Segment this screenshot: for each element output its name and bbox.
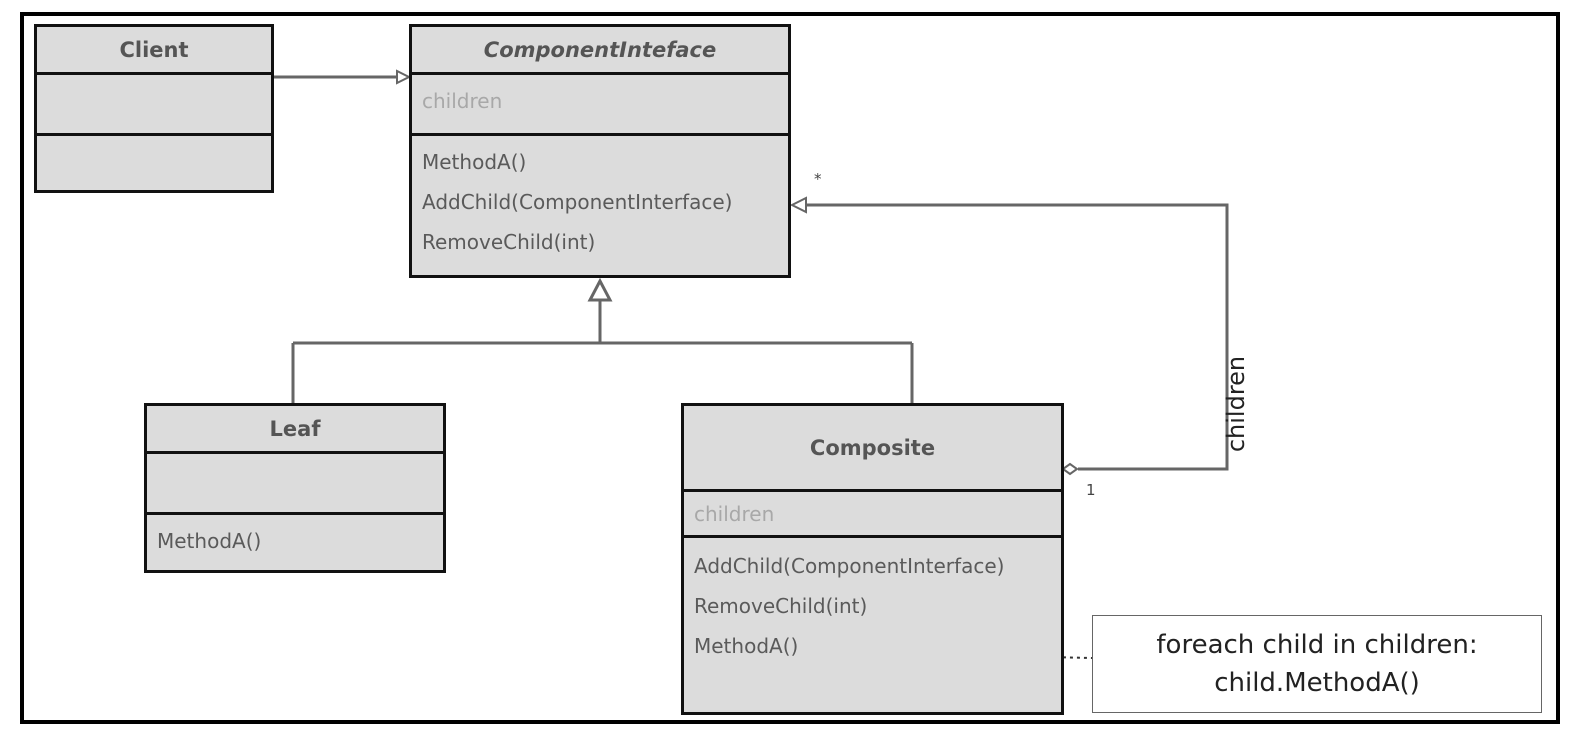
aggregation-arrowhead bbox=[789, 196, 807, 214]
note-line-2: child.MethodA() bbox=[1214, 668, 1420, 698]
component-interface-class[interactable]: ComponentInteface children MethodA() Add… bbox=[409, 24, 791, 278]
leaf-attributes-section bbox=[147, 454, 443, 515]
composite-class-name: Composite bbox=[684, 406, 1061, 492]
component-interface-name: ComponentInteface bbox=[412, 27, 788, 75]
diagram-frame bbox=[20, 12, 1560, 724]
client-association-arrowhead bbox=[396, 69, 412, 85]
component-method: AddChild(ComponentInterface) bbox=[422, 190, 733, 214]
multiplicity-many: * bbox=[814, 170, 822, 188]
composite-class[interactable]: Composite children AddChild(ComponentInt… bbox=[681, 403, 1064, 715]
composite-method: AddChild(ComponentInterface) bbox=[694, 554, 1005, 578]
component-method: RemoveChild(int) bbox=[422, 230, 596, 254]
component-method: MethodA() bbox=[422, 150, 527, 174]
multiplicity-one: 1 bbox=[1086, 481, 1096, 499]
composite-method: MethodA() bbox=[694, 634, 799, 658]
leaf-class-name: Leaf bbox=[147, 406, 443, 454]
component-methods-section: MethodA() AddChild(ComponentInterface) R… bbox=[412, 136, 788, 275]
leaf-method: MethodA() bbox=[157, 529, 262, 553]
aggregation-role-label: children bbox=[1222, 355, 1250, 453]
note-line-1: foreach child in children: bbox=[1156, 630, 1478, 660]
composite-methods-section: AddChild(ComponentInterface) RemoveChild… bbox=[684, 538, 1061, 712]
code-note: foreach child in children: child.MethodA… bbox=[1092, 615, 1542, 713]
composite-attributes-section: children bbox=[684, 492, 1061, 538]
component-attributes-section: children bbox=[412, 75, 788, 136]
client-attributes-section bbox=[37, 75, 271, 136]
client-class-name: Client bbox=[37, 27, 271, 75]
leaf-class[interactable]: Leaf MethodA() bbox=[144, 403, 446, 573]
composite-attribute: children bbox=[694, 502, 775, 526]
client-methods-section bbox=[37, 136, 271, 190]
component-attribute: children bbox=[422, 89, 503, 113]
leaf-methods-section: MethodA() bbox=[147, 515, 443, 570]
aggregation-line bbox=[800, 203, 1229, 471]
generalization-triangle bbox=[587, 277, 613, 302]
aggregation-diamond bbox=[1061, 462, 1079, 476]
client-class[interactable]: Client bbox=[34, 24, 274, 193]
composite-method: RemoveChild(int) bbox=[694, 594, 868, 618]
